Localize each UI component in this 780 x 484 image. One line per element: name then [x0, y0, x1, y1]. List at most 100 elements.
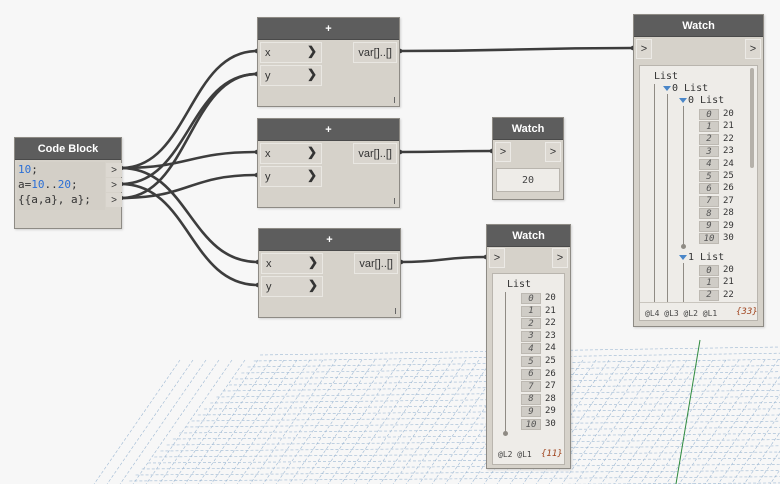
list-root-label: List: [654, 71, 679, 82]
watch-title: Watch: [634, 15, 763, 37]
list-index-badge: 4: [521, 343, 541, 355]
list-index-badge: 4: [699, 158, 719, 170]
code-number-token: 10: [18, 163, 32, 176]
code-line[interactable]: 10;: [18, 162, 105, 177]
list-item-value: 25: [723, 171, 734, 181]
add-node-title: +: [258, 18, 399, 40]
add-node-2[interactable]: + x❯ y❯ var[]..[]: [257, 118, 400, 208]
code-line[interactable]: {{a,a}, a};: [18, 192, 105, 207]
expand-triangle-icon[interactable]: [679, 255, 687, 260]
add-node-1[interactable]: + x❯ y❯ var[]..[]: [257, 17, 400, 107]
watch-output-port[interactable]: >: [545, 142, 561, 162]
output-port[interactable]: var[]..[]: [354, 253, 398, 274]
watch-node-small[interactable]: Watch > > 20: [492, 117, 564, 200]
list-item-value: 20: [723, 109, 734, 119]
add-node-title: +: [259, 229, 400, 251]
tree-line: [505, 292, 506, 434]
input-port-y[interactable]: y❯: [260, 166, 322, 187]
tree-end-dot: [681, 244, 686, 249]
watch-output-port[interactable]: >: [745, 39, 761, 59]
code-token: ;: [31, 163, 38, 176]
list-item-value: 23: [723, 146, 734, 157]
watch-title: Watch: [493, 118, 563, 140]
list-item-value: 20: [545, 293, 556, 303]
list-item-value: 22: [723, 133, 734, 144]
watch-input-port[interactable]: >: [495, 142, 511, 162]
input-port-label: x: [265, 46, 271, 59]
output-port[interactable]: var[]..[]: [353, 42, 397, 63]
input-port-x[interactable]: x❯: [261, 253, 323, 274]
list-index-badge: 10: [699, 233, 719, 244]
scrollbar-thumb[interactable]: [750, 68, 754, 168]
list-index-badge: 6: [699, 183, 719, 195]
resize-grip-icon[interactable]: [395, 308, 396, 314]
chevron-right-icon: ❯: [306, 44, 317, 58]
watch-input-port[interactable]: >: [636, 39, 652, 59]
list-level2-label: 0 List: [688, 95, 725, 106]
add-node-3[interactable]: + x❯ y❯ var[]..[]: [258, 228, 401, 318]
chevron-right-icon: ❯: [306, 145, 317, 159]
level-indicators[interactable]: @L4 @L3 @L2 @L1: [645, 309, 718, 318]
resize-grip-icon[interactable]: [394, 198, 395, 204]
list-index-badge: 2: [521, 318, 541, 330]
watch-input-port[interactable]: >: [489, 248, 505, 268]
input-port-x[interactable]: x❯: [260, 42, 322, 63]
list-item-value: 27: [723, 195, 734, 206]
list-item-value: 24: [723, 158, 734, 169]
list-index-badge: 9: [699, 220, 719, 232]
expand-triangle-icon[interactable]: [663, 86, 671, 91]
code-line[interactable]: a=10..20;: [18, 177, 105, 192]
output-port[interactable]: var[]..[]: [353, 143, 397, 164]
input-port-label: x: [266, 257, 272, 270]
code-output-port-3[interactable]: >: [106, 193, 122, 207]
item-count: {33}: [736, 307, 758, 317]
list-sublist-label: 1 List: [688, 252, 725, 263]
input-port-y[interactable]: y❯: [261, 276, 323, 297]
list-index-badge: 5: [699, 171, 719, 182]
list-item-value: 26: [545, 368, 556, 379]
list-item-value: 25: [545, 356, 556, 366]
list-item-value: 30: [545, 419, 556, 429]
list-level1-label: 0 List: [672, 83, 709, 94]
code-output-port-1[interactable]: >: [106, 163, 122, 177]
list-item-value: 22: [723, 289, 734, 300]
code-token: {{a,a}, a};: [18, 193, 91, 206]
list-item-value: 29: [723, 220, 734, 231]
list-item-value: 21: [545, 305, 556, 316]
list-index-badge: 7: [521, 381, 541, 393]
list-index-badge: 1: [699, 277, 719, 289]
tree-line: [667, 94, 668, 302]
list-item-value: 28: [723, 208, 734, 219]
code-number-token: 10: [31, 178, 45, 191]
level-indicators[interactable]: @L2 @L1: [498, 450, 532, 459]
code-output-port-2[interactable]: >: [106, 178, 122, 192]
input-port-label: y: [266, 280, 272, 293]
add-node-title: +: [258, 119, 399, 141]
chevron-right-icon: ❯: [307, 278, 318, 292]
list-index-badge: 10: [521, 419, 541, 430]
list-index-badge: 0: [699, 265, 719, 276]
list-item-value: 29: [545, 406, 556, 417]
list-item-value: 24: [545, 343, 556, 354]
list-index-badge: 2: [699, 133, 719, 145]
code-editor[interactable]: 10;a=10..20;{{a,a}, a};: [17, 162, 105, 210]
watch-footer: [640, 302, 757, 320]
input-port-x[interactable]: x❯: [260, 143, 322, 164]
watch-output-port[interactable]: >: [552, 248, 568, 268]
code-block-node[interactable]: Code Block 10;a=10..20;{{a,a}, a}; > > >: [14, 137, 122, 229]
list-index-badge: 8: [699, 208, 719, 220]
expand-triangle-icon[interactable]: [679, 98, 687, 103]
input-port-y[interactable]: y❯: [260, 65, 322, 86]
list-item-value: 21: [723, 121, 734, 132]
resize-grip-icon[interactable]: [394, 97, 395, 103]
list-index-badge: 0: [699, 109, 719, 120]
tree-line: [654, 84, 655, 302]
chevron-right-icon: ❯: [306, 67, 317, 81]
list-index-badge: 7: [699, 195, 719, 207]
